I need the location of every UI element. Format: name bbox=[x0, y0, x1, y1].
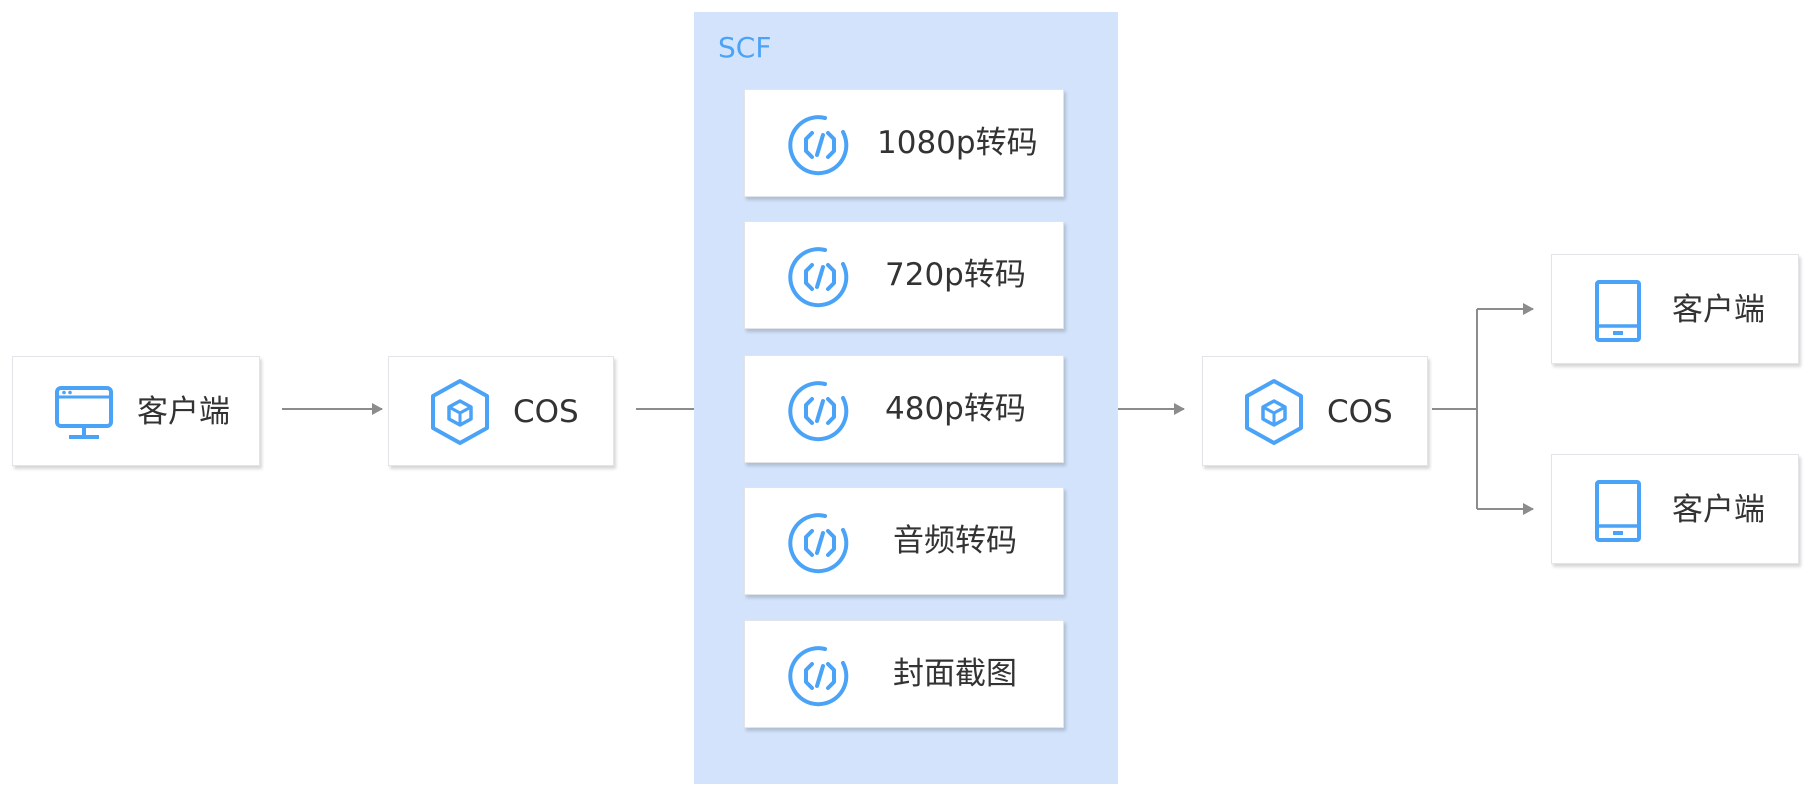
function-node-1080p: 1080p转码 bbox=[744, 89, 1064, 197]
cos-output-node: COS bbox=[1202, 356, 1428, 466]
function-node-audio: 音频转码 bbox=[744, 487, 1064, 595]
function-label-audio: 音频转码 bbox=[893, 523, 1017, 559]
function-icon bbox=[788, 646, 849, 707]
source-client-node: 客户端 bbox=[12, 356, 260, 466]
function-icon bbox=[788, 115, 849, 176]
output-client-label-bottom: 客户端 bbox=[1672, 492, 1765, 528]
function-label-720p: 720p转码 bbox=[885, 257, 1026, 293]
cos-output-label: COS bbox=[1327, 394, 1393, 430]
cos-input-label: COS bbox=[513, 394, 579, 430]
source-client-label: 客户端 bbox=[137, 394, 230, 430]
function-node-cover: 封面截图 bbox=[744, 620, 1064, 728]
cos-input-node: COS bbox=[388, 356, 614, 466]
function-icon bbox=[788, 513, 849, 574]
function-node-480p: 480p转码 bbox=[744, 355, 1064, 463]
function-label-1080p: 1080p转码 bbox=[877, 125, 1038, 161]
tablet-icon bbox=[1595, 480, 1641, 542]
scf-group-label: SCF bbox=[718, 31, 772, 64]
function-node-720p: 720p转码 bbox=[744, 221, 1064, 329]
output-client-node-top: 客户端 bbox=[1551, 254, 1799, 364]
output-client-label-top: 客户端 bbox=[1672, 292, 1765, 328]
output-client-node-bottom: 客户端 bbox=[1551, 454, 1799, 564]
tablet-icon bbox=[1595, 280, 1641, 342]
scf-group: SCF 1080p转码 720p转码 480p转码 bbox=[694, 12, 1118, 784]
cos-cube-icon bbox=[431, 379, 489, 445]
cos-cube-icon bbox=[1245, 379, 1303, 445]
function-icon bbox=[788, 381, 849, 442]
function-icon bbox=[788, 247, 849, 308]
function-label-cover: 封面截图 bbox=[893, 656, 1017, 692]
monitor-icon bbox=[55, 386, 113, 439]
function-label-480p: 480p转码 bbox=[885, 391, 1026, 427]
